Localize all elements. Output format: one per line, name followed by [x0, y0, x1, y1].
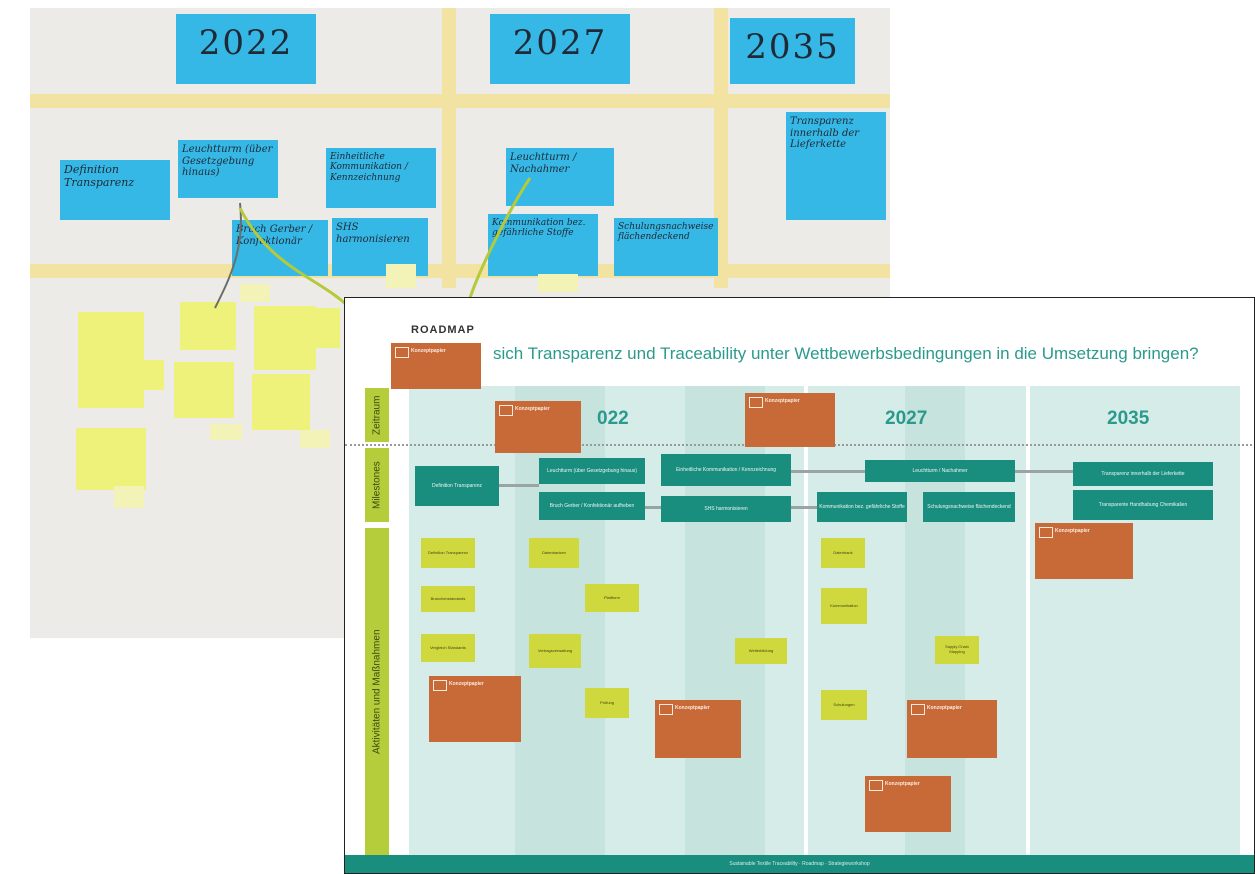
activity-box: Branchenstandards	[421, 586, 475, 612]
yellow-note	[180, 302, 236, 350]
concept-paper-box: Konzeptpapier	[745, 393, 835, 447]
yellow-note	[252, 374, 310, 430]
concept-paper-box: Konzeptpapier	[655, 700, 741, 758]
small-note	[114, 486, 144, 508]
milestone-arrow	[791, 506, 817, 509]
note-gefaehrliche-stoffe: Kommunikation bez. gefährliche Stoffe	[488, 214, 598, 276]
document-icon	[499, 405, 513, 416]
milestone-arrow	[645, 506, 661, 509]
small-note	[240, 284, 270, 302]
small-note	[538, 274, 578, 292]
document-icon	[395, 347, 409, 358]
concept-paper-box: Konzeptpapier	[495, 401, 581, 453]
document-icon	[659, 704, 673, 715]
activity-box: Vertragsverwaltung	[529, 634, 581, 668]
activity-box: Plattform	[585, 584, 639, 612]
activity-box: Vergleich Standards	[421, 634, 475, 662]
activity-box: Definition Transparenz	[421, 538, 475, 568]
year-label-2027: 2027	[885, 408, 928, 429]
milestone-box: Leuchtturm (über Gesetzgebung hinaus)	[539, 458, 645, 484]
column-stripe	[515, 386, 605, 856]
note-definition-transparenz: Definition Transparenz	[60, 160, 170, 220]
row-label-aktivitaeten: Aktivitäten und Maßnahmen	[365, 528, 389, 856]
year-label-2022: 022	[597, 408, 629, 429]
document-icon	[749, 397, 763, 408]
row-label-milestones: Milestones	[365, 448, 389, 522]
year-note-2035: 2035	[730, 18, 855, 84]
small-note	[300, 430, 330, 448]
activity-box: Prüfung	[585, 688, 629, 718]
year-label-2035: 2035	[1107, 408, 1150, 429]
milestone-box: Leuchtturm / Nachahmer	[865, 460, 1015, 482]
concept-paper-box: Konzeptpapier	[1035, 523, 1133, 579]
note-schulungsnachweise: Schulungsnachweise flächendeckend	[614, 218, 718, 276]
concept-paper-box: Konzeptpapier	[865, 776, 951, 832]
yellow-note	[142, 360, 164, 390]
document-icon	[869, 780, 883, 791]
concept-paper-box: Konzeptpapier	[907, 700, 997, 758]
milestone-box: Transparenz innerhalb der Lieferkette	[1073, 462, 1213, 486]
yellow-note	[78, 312, 144, 408]
yellow-note	[174, 362, 234, 418]
tape-horizontal-top	[30, 94, 890, 108]
concept-paper-box: Konzeptpapier	[391, 343, 481, 389]
roadmap-title: ROADMAP	[411, 324, 475, 336]
document-icon	[433, 680, 447, 691]
cord-lines	[214, 177, 532, 310]
milestone-box: Schulungsnachweise flächendeckend	[923, 492, 1015, 522]
yellow-note	[76, 428, 146, 490]
milestone-box: SHS harmonisieren	[661, 496, 791, 522]
document-icon	[1039, 527, 1053, 538]
roadmap-question: sich Transparenz und Traceability unter …	[493, 344, 1199, 363]
column-2035	[1030, 386, 1240, 856]
milestone-arrow	[499, 484, 539, 487]
note-kommunikation: Einheitliche Kommunikation / Kennzeichnu…	[326, 148, 436, 208]
roadmap-document: ROADMAP sich Transparenz und Traceabilit…	[344, 297, 1255, 874]
small-note	[386, 264, 416, 288]
row-label-zeitraum: Zeitraum	[365, 388, 389, 442]
activity-box: Schulungen	[821, 690, 867, 720]
roadmap-footer: Sustainable Textile Traceability · Roadm…	[345, 855, 1254, 873]
document-icon	[911, 704, 925, 715]
year-note-2027: 2027	[490, 14, 630, 84]
activity-box: Datenbanken	[529, 538, 579, 568]
activity-box: Weiterbildung	[735, 638, 787, 664]
milestone-box: Transparente Handhabung Chemikalien	[1073, 490, 1213, 520]
note-transparenz-lieferkette: Transparenz innerhalb der Lieferkette	[786, 112, 886, 220]
milestone-box: Einheitliche Kommunikation / Kennzeichnu…	[661, 454, 791, 486]
tape-vertical-1	[442, 8, 456, 288]
activity-box: Supply Chain Mapping	[935, 636, 979, 664]
yellow-note	[254, 306, 316, 370]
milestone-box: Bruch Gerber / Konfektionär aufheben	[539, 492, 645, 520]
activity-box: Kommunikation	[821, 588, 867, 624]
milestone-box: Definition Transparenz	[415, 466, 499, 506]
concept-paper-box: Konzeptpapier	[429, 676, 521, 742]
yellow-note	[310, 308, 340, 348]
milestone-arrow	[791, 470, 865, 473]
milestone-arrow	[1015, 470, 1073, 473]
activity-box: Datenbank	[821, 538, 865, 568]
small-note	[210, 424, 242, 440]
note-leuchtturm-nachahmer: Leuchtturm / Nachahmer	[506, 148, 614, 206]
note-bruch-gerber: Bruch Gerber / Konfektionär	[232, 220, 328, 276]
milestone-box: Kommunikation bez. gefährliche Stoffe	[817, 492, 907, 522]
note-leuchtturm: Leuchtturm (über Gesetzgebung hinaus)	[178, 140, 278, 198]
year-note-2022: 2022	[176, 14, 316, 84]
